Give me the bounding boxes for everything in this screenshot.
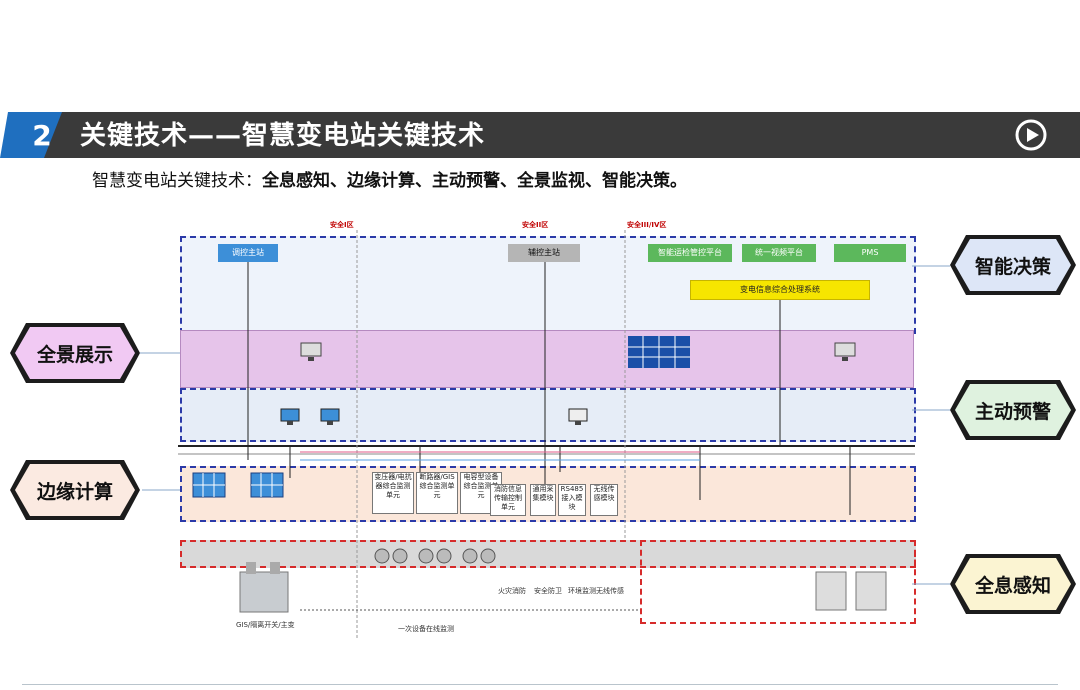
section-header-band <box>0 112 1080 158</box>
fire-protection-label: 火灾消防 <box>498 587 526 595</box>
hexagon-label: 智能决策 <box>974 256 1051 278</box>
gis-label: GIS/隔离开关/主变 <box>236 621 295 629</box>
monitor-host-icon <box>280 408 300 425</box>
zone-label-safety-1: 安全I区 <box>330 221 354 229</box>
section-title: 关键技术——智慧变电站关键技术 <box>80 121 486 151</box>
hexagon-label: 全景展示 <box>36 344 113 366</box>
video-wall-icon <box>628 336 690 368</box>
sensor-icon <box>462 548 496 564</box>
play-circle-icon[interactable] <box>1014 118 1048 152</box>
zone-panorama-display <box>180 330 914 388</box>
edge-monitor-unit: 断路器/GIS综合监测单元 <box>416 472 458 514</box>
env-monitor-label: 环境监测 <box>568 587 596 595</box>
hexagon-smart-decision <box>950 235 1076 295</box>
aux-master-station: 辅控主站 <box>508 244 580 262</box>
dispatch-master-station: 调控主站 <box>218 244 278 262</box>
unified-video-platform: 统一视频平台 <box>742 244 816 262</box>
section-number: 2 <box>32 119 52 152</box>
hexagon-label: 全息感知 <box>974 575 1051 597</box>
hexagon-holographic-sensing <box>950 554 1076 614</box>
zone-label-safety-2: 安全II区 <box>522 221 549 229</box>
edge-monitor-unit: RS485接入模块 <box>558 484 586 516</box>
hexagon-label: 边缘计算 <box>36 481 113 503</box>
security-label: 安全防卫 <box>534 587 562 595</box>
edge-device-icon <box>250 472 284 498</box>
subtitle-prefix: 智慧变电站关键技术： <box>92 171 262 191</box>
network-lines <box>140 230 950 640</box>
zone-label-safety-3: 安全III/IV区 <box>627 221 667 229</box>
monitor-host-icon <box>320 408 340 425</box>
architecture-diagram: 安全I区 安全II区 安全III/IV区 调控主站 辅控主站 智能运检管控平台 … <box>0 210 1080 640</box>
zone-station-control <box>180 388 916 442</box>
zone-sensing-right <box>640 540 916 624</box>
substation-info-system: 变电信息综合处理系统 <box>690 280 870 300</box>
gis-equipment-icon <box>239 562 289 613</box>
edge-monitor-unit: 通用采集模块 <box>530 484 556 516</box>
pms-platform: PMS <box>834 244 906 262</box>
subtitle-keywords: 全息感知、边缘计算、主动预警、全景监视、智能决策。 <box>262 171 687 191</box>
edge-device-icon <box>192 472 226 498</box>
robot-icon <box>815 571 887 611</box>
subtitle: 智慧变电站关键技术：全息感知、边缘计算、主动预警、全景监视、智能决策。 <box>92 166 687 196</box>
smart-ops-platform: 智能运检管控平台 <box>648 244 732 262</box>
aux-host-icon <box>568 408 588 425</box>
wireless-sensor-label: 无线传感 <box>596 587 624 595</box>
edge-monitor-unit: 消防信息传输控制单元 <box>490 484 526 516</box>
hexagon-edge-computing <box>10 460 140 520</box>
zone-sensing-layer <box>180 540 916 568</box>
edge-monitor-unit: 无线传感模块 <box>590 484 618 516</box>
primary-equipment-monitor-label: 一次设备在线监测 <box>398 625 454 633</box>
edge-monitor-unit: 变压器/电抗器综合监测单元 <box>372 472 414 514</box>
hexagon-panorama-display <box>10 323 140 383</box>
hexagon-label: 主动预警 <box>974 401 1051 423</box>
hexagon-active-warning <box>950 380 1076 440</box>
workstation-icon <box>300 342 322 361</box>
workstation-icon <box>834 342 856 361</box>
footer-divider <box>22 684 1058 685</box>
sensor-icon <box>418 548 452 564</box>
sensor-icon <box>374 548 408 564</box>
